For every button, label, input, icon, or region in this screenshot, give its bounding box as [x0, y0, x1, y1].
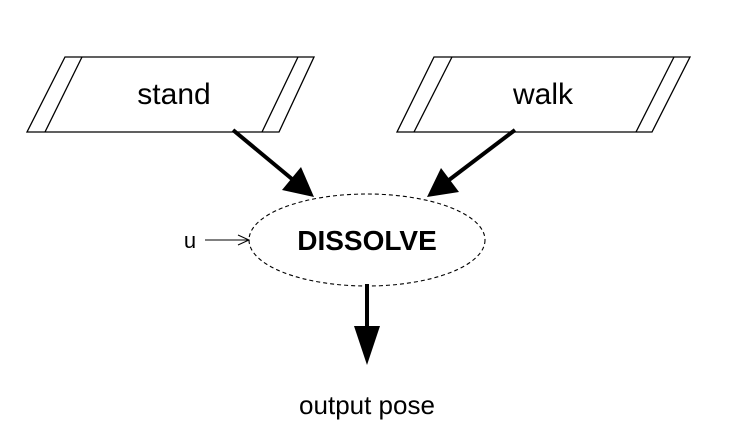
- control-input-u: u: [184, 228, 251, 253]
- stand-node-shape: [25, 56, 316, 133]
- edge-walk-to-dissolve-arrowhead: [427, 168, 459, 197]
- stand-node-right-inner-edge: [261, 56, 299, 133]
- edge-stand-to-dissolve-arrowhead: [282, 167, 314, 197]
- edge-dissolve-to-output-arrowhead: [354, 326, 380, 365]
- control-input-label: u: [184, 228, 196, 253]
- dissolve-node: DISSOLVE: [248, 193, 486, 287]
- output-pose-label: output pose: [299, 390, 435, 420]
- dissolve-node-label: DISSOLVE: [297, 225, 437, 256]
- edge-stand-to-dissolve-line: [231, 128, 294, 181]
- edge-stand-to-dissolve: [231, 128, 314, 197]
- walk-node-right-inner-edge: [635, 56, 675, 133]
- walk-node-label: walk: [512, 78, 574, 111]
- control-input-arrowhead: [237, 234, 251, 246]
- walk-node: walk: [395, 56, 692, 133]
- walk-node-shape: [395, 56, 692, 133]
- stand-node: stand: [25, 56, 316, 133]
- edge-dissolve-to-output: [354, 284, 380, 365]
- edge-walk-to-dissolve: [427, 128, 517, 197]
- stand-node-left-inner-edge: [44, 56, 83, 133]
- edge-walk-to-dissolve-line: [447, 128, 517, 182]
- stand-node-label: stand: [137, 78, 210, 111]
- walk-node-left-inner-edge: [413, 56, 453, 133]
